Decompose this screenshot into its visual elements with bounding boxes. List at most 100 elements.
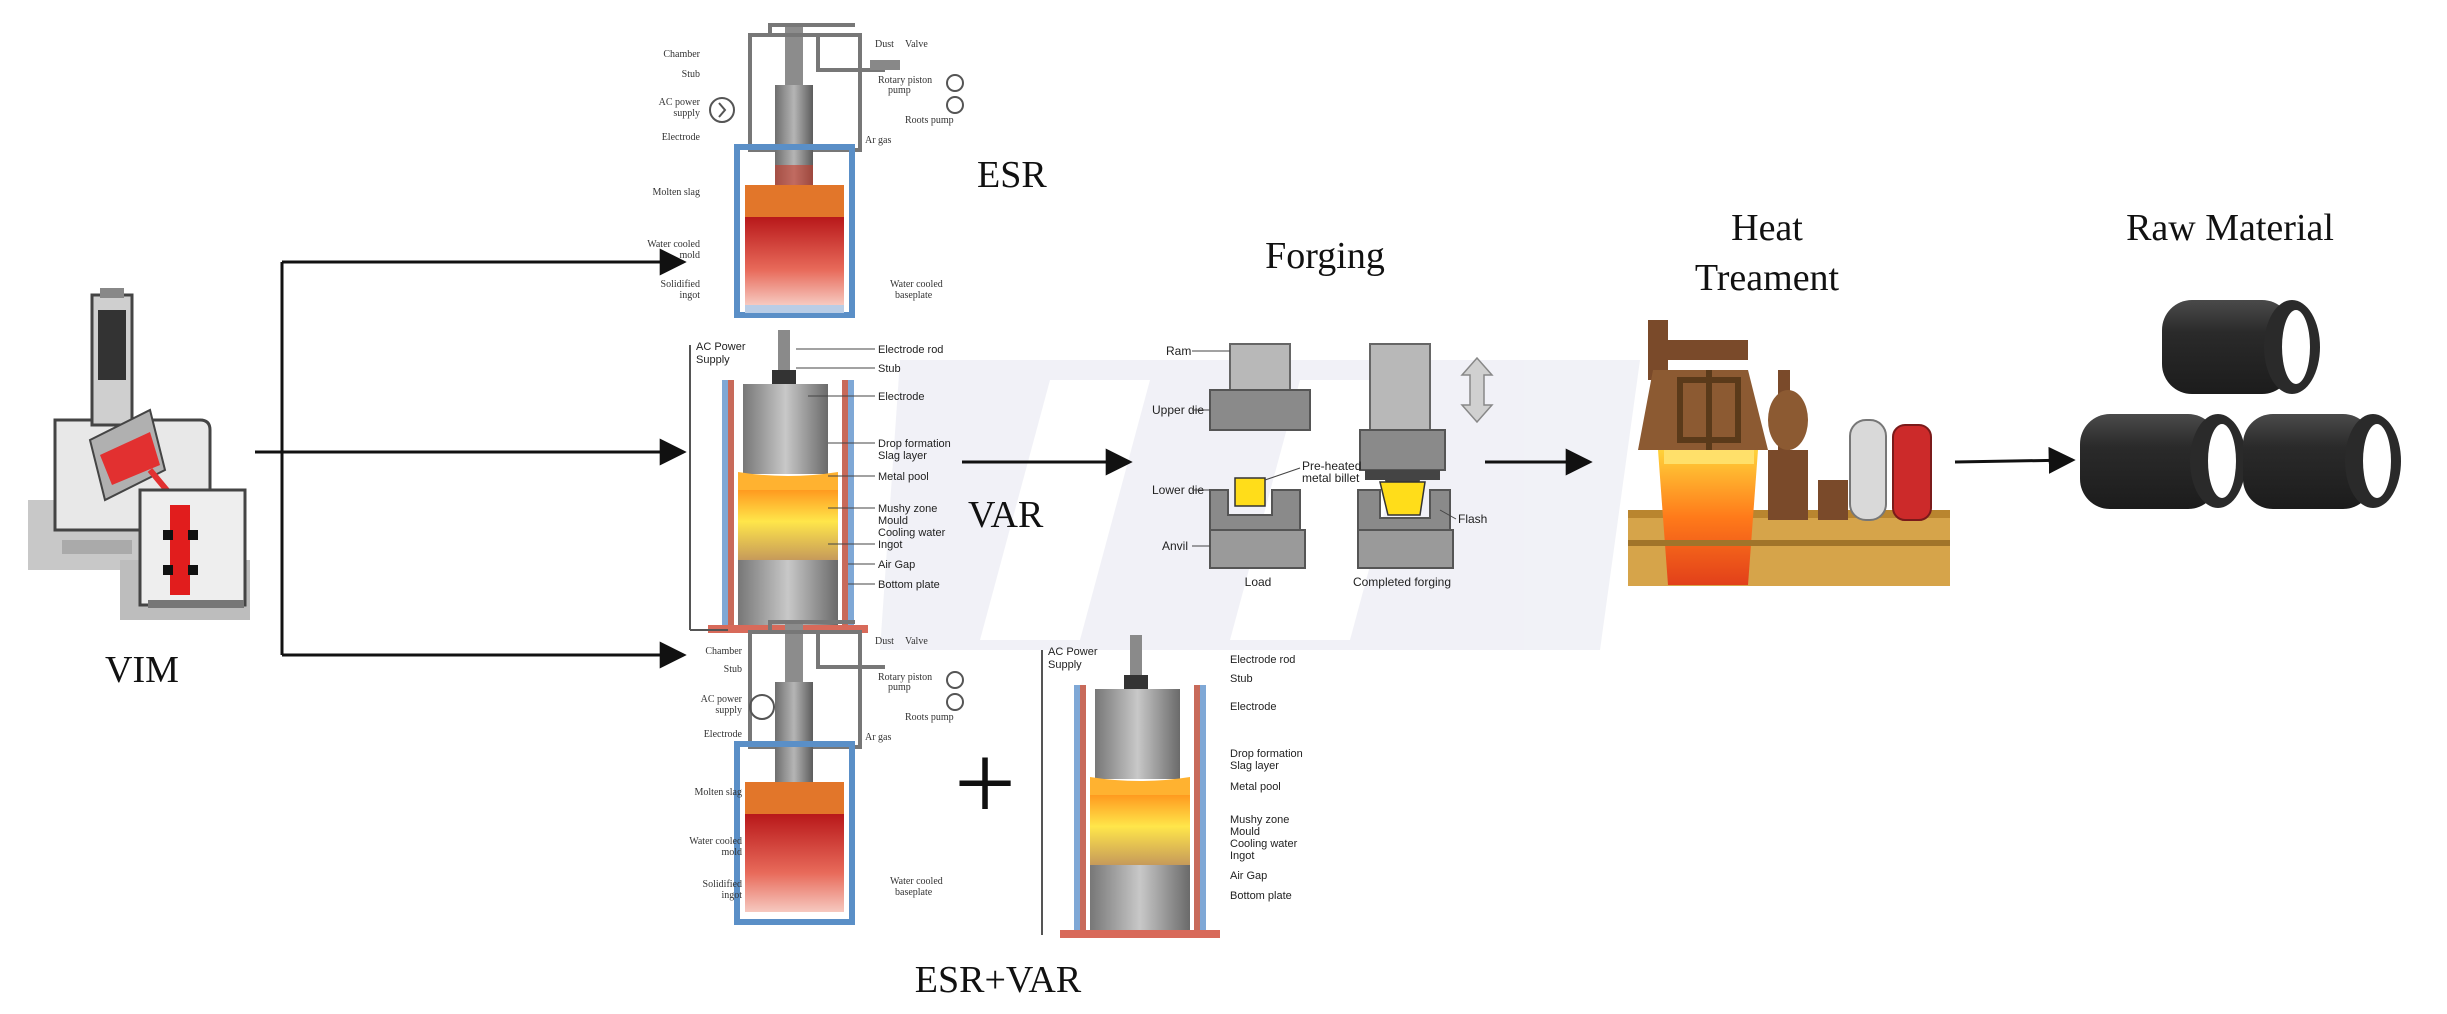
esr-b-label-solidified: Solidified [703,879,742,890]
forging-label-preheated: Pre-heated [1302,459,1361,473]
esr-b-label-ingot: ingot [721,890,742,901]
esr-apparatus [709,23,964,318]
esr-b-label-water-cooled-mold: Water cooled [689,836,742,847]
plus-sign: + [954,722,1016,844]
esr-label-mold: mold [679,250,700,261]
forging-title: Forging [1265,235,1385,277]
esr-label-valve: Valve [905,39,928,50]
forging-label-metal-billet: metal billet [1302,471,1360,485]
esr-diagram-bottom: Chamber Stub AC power supply Electrode M… [689,620,964,925]
esr-label-rotary: Rotary piston [878,75,932,86]
var-b-label-electrode: Electrode [1230,701,1276,713]
esr-b-label-chamber: Chamber [705,646,742,657]
forging-diagram: Ram Upper die Lower die Anvil Pre-heated… [1152,343,1494,589]
esr-b-label-stub: Stub [724,664,742,675]
esr-b-label-valve: Valve [905,636,928,647]
esr-label-water-cooled-mold: Water cooled [647,239,700,250]
var-label-metal-pool: Metal pool [878,471,929,483]
var-b-label-ac-power: AC Power [1048,646,1098,658]
forging-label-completed: Completed forging [1353,575,1451,589]
esr-label-ac-power: AC power [659,97,701,108]
vim-branch-arrows [255,248,687,669]
var-label-drop-formation: Drop formation [878,438,951,450]
var-title: VAR [968,494,1044,536]
var-label-mould: Mould [878,515,908,527]
var-diagram-middle: AC Power Supply Electrode rod Stub Elect… [689,330,951,633]
vim-furnace-illustration [28,288,250,620]
esr-b-label-dust: Dust [875,636,894,647]
esr-label-chamber: Chamber [663,49,700,60]
var-b-label-air-gap: Air Gap [1230,870,1267,882]
var-diagram-bottom: AC Power Supply Electrode rod Stub Elect… [1041,635,1303,938]
forging-label-lower-die: Lower die [1152,483,1204,497]
esr-label-water-cooled-base: Water cooled [890,279,943,290]
esr-b-label-ac-power: AC power [701,694,743,705]
raw-material-title: Raw Material [2126,207,2334,249]
var-labels-middle: AC Power Supply Electrode rod Stub Elect… [696,341,951,591]
raw-material-cylinders [2080,300,2401,509]
esr-title: ESR [977,154,1047,196]
var-leader-lines [796,348,875,585]
forging-label-upper-die: Upper die [1152,403,1204,417]
vim-label: VIM [105,649,179,691]
esr-label-ar-gas: Ar gas [865,135,891,146]
heat-treatment-furnace [1628,320,1950,586]
esr-label-electrode: Electrode [662,132,701,143]
esr-diagram-top: Chamber Stub AC power supply Electrode M… [647,23,964,318]
forging-label-load: Load [1245,575,1272,589]
var-b-label-ingot: Ingot [1230,850,1254,862]
esr-label-dust: Dust [875,39,894,50]
forging-label-anvil: Anvil [1162,539,1188,553]
esr-b-label-molten-slag: Molten slag [695,787,743,798]
esr-label-solidified: Solidified [661,279,700,290]
esr-labels-top: Chamber Stub AC power supply Electrode M… [647,39,953,301]
esr-b-label-water-cooled-base: Water cooled [890,876,943,887]
esr-b-label-rotary: Rotary piston [878,672,932,683]
var-label-bottom-plate: Bottom plate [878,579,940,591]
esr-b-label-mold: mold [721,847,742,858]
arrow-to-raw-material [1954,446,2076,474]
var-label-supply: Supply [696,354,730,366]
var-b-label-bottom-plate: Bottom plate [1230,890,1292,902]
var-label-stub: Stub [878,363,901,375]
cylinder-top [2162,300,2320,394]
esr-label-stub: Stub [682,69,700,80]
var-label-electrode-rod: Electrode rod [878,344,943,356]
esr-label-supply: supply [673,108,700,119]
var-b-label-mould: Mould [1230,826,1260,838]
esr-b-label-roots-pump: Roots pump [905,712,954,723]
esr-var-title: ESR+VAR [915,959,1082,1001]
esr-b-label-baseplate: baseplate [895,887,933,898]
var-b-label-stub: Stub [1230,673,1253,685]
esr-label-molten-slag: Molten slag [653,187,701,198]
heat-title-line2: Treament [1695,257,1840,299]
var-b-label-slag-layer: Slag layer [1230,760,1279,772]
var-label-mushy-zone: Mushy zone [878,503,937,515]
forging-label-flash: Flash [1458,512,1487,526]
var-label-ac-power: AC Power [696,341,746,353]
esr-b-label-ar-gas: Ar gas [865,732,891,743]
var-label-air-gap: Air Gap [878,559,915,571]
heat-title-line1: Heat [1731,207,1803,249]
esr-b-label-pump: pump [888,682,911,693]
esr-label-roots-pump: Roots pump [905,115,954,126]
var-b-label-electrode-rod: Electrode rod [1230,654,1295,666]
cylinder-bottom-right [2243,414,2401,509]
esr-label-baseplate: baseplate [895,290,933,301]
var-b-label-mushy-zone: Mushy zone [1230,814,1289,826]
esr-b-label-electrode: Electrode [704,729,743,740]
var-apparatus [689,330,868,633]
var-b-label-supply: Supply [1048,659,1082,671]
var-b-label-drop-formation: Drop formation [1230,748,1303,760]
var-label-slag-layer: Slag layer [878,450,927,462]
forging-label-ram: Ram [1166,344,1191,358]
cylinder-bottom-left [2080,414,2246,509]
esr-label-pump: pump [888,85,911,96]
var-label-ingot: Ingot [878,539,902,551]
esr-label-ingot: ingot [679,290,700,301]
esr-b-label-supply: supply [715,705,742,716]
var-label-electrode: Electrode [878,391,924,403]
var-b-label-metal-pool: Metal pool [1230,781,1281,793]
var-label-cooling-water: Cooling water [878,527,946,539]
